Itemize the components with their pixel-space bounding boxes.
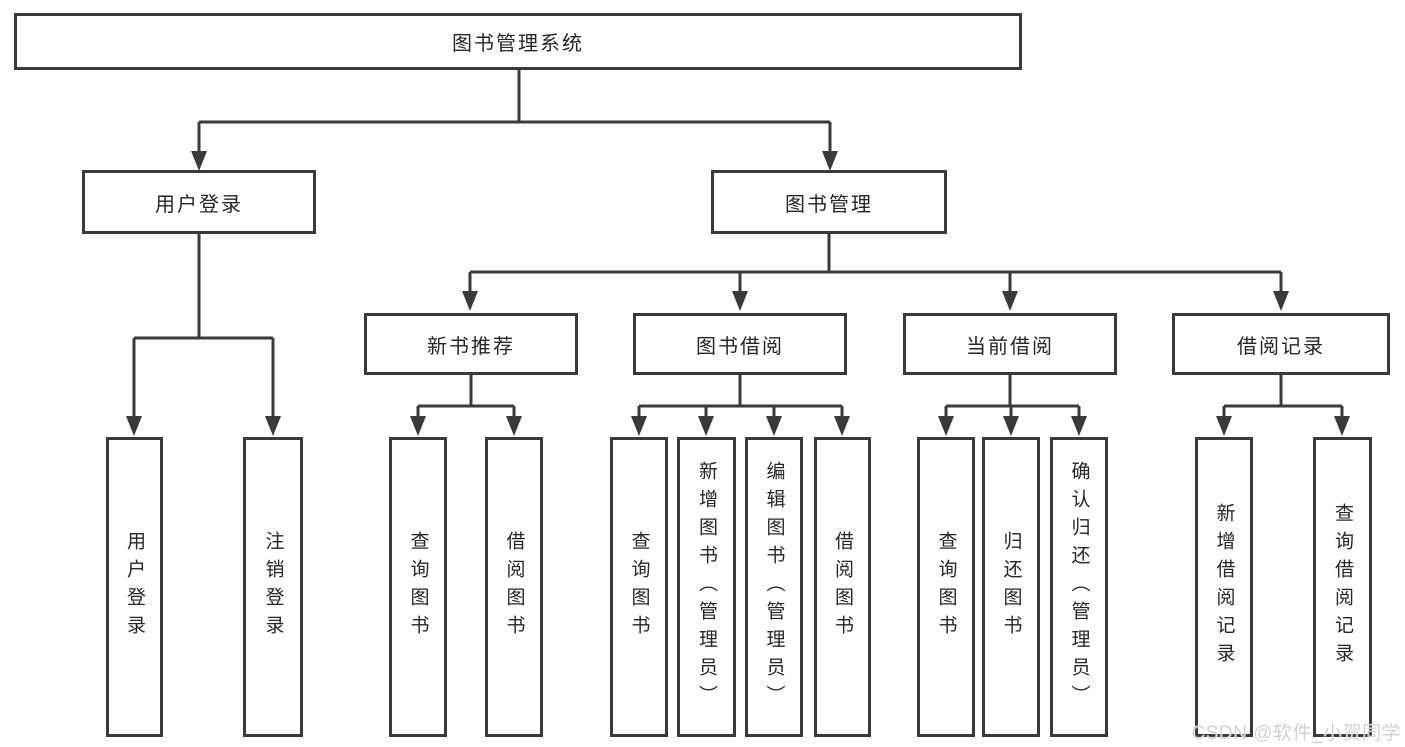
- leaf-borrow-query-books: 查询图书: [610, 437, 668, 737]
- leaf-recommend-borrow-books: 借阅图书: [485, 437, 543, 737]
- node-book-management-label: 图书管理: [785, 193, 873, 216]
- node-book-management: 图书管理: [711, 170, 947, 234]
- node-current-borrow: 当前借阅: [903, 313, 1117, 375]
- node-borrow-records: 借阅记录: [1172, 313, 1390, 375]
- connector-lines: [132, 69, 1344, 418]
- leaf-label: 借阅图书: [503, 531, 525, 643]
- leaf-records-add-record: 新增借阅记录: [1195, 437, 1253, 737]
- leaf-label: 归还图书: [1000, 531, 1022, 643]
- leaf-current-query-books: 查询图书: [917, 437, 975, 737]
- node-user-login: 用户登录: [82, 170, 316, 234]
- csdn-watermark: CSDN @软件_小贺同学: [1191, 723, 1401, 744]
- node-book-borrow: 图书借阅: [633, 313, 847, 375]
- leaf-label: 查询图书: [935, 531, 957, 643]
- node-current-borrow-label: 当前借阅: [966, 335, 1054, 358]
- node-borrow-records-label: 借阅记录: [1237, 335, 1325, 358]
- leaf-user-login: 用户登录: [106, 437, 163, 737]
- leaf-current-return-books: 归还图书: [982, 437, 1040, 737]
- node-root-label: 图书管理系统: [452, 33, 584, 55]
- leaf-label: 注销登录: [262, 531, 284, 643]
- leaf-label: 确认归还（管理员）: [1068, 461, 1090, 713]
- leaf-label: 借阅图书: [832, 531, 853, 643]
- leaf-label: 编辑图书（管理员）: [763, 461, 785, 713]
- leaf-current-confirm-return-admin: 确认归还（管理员）: [1050, 437, 1108, 737]
- node-book-borrow-label: 图书借阅: [696, 335, 784, 358]
- node-user-login-label: 用户登录: [155, 193, 243, 216]
- leaf-borrow-add-books-admin: 新增图书（管理员）: [677, 437, 736, 737]
- leaf-records-query-record: 查询借阅记录: [1313, 437, 1372, 737]
- node-new-book-recommend-label: 新书推荐: [427, 335, 515, 358]
- leaf-label: 查询图书: [407, 531, 429, 643]
- leaf-label: 新增借阅记录: [1213, 503, 1235, 671]
- node-root: 图书管理系统: [14, 13, 1022, 70]
- leaf-borrow-borrow-books: 借阅图书: [814, 437, 871, 737]
- leaf-label: 新增图书（管理员）: [696, 461, 717, 713]
- leaf-label: 查询图书: [628, 531, 650, 643]
- leaf-borrow-edit-books-admin: 编辑图书（管理员）: [745, 437, 803, 737]
- leaf-recommend-query-books: 查询图书: [389, 437, 447, 737]
- arrowhead-icons: [126, 151, 1350, 436]
- leaf-label: 用户登录: [124, 531, 145, 643]
- leaf-logout: 注销登录: [243, 437, 303, 737]
- leaf-label: 查询借阅记录: [1332, 503, 1353, 671]
- node-new-book-recommend: 新书推荐: [364, 313, 578, 375]
